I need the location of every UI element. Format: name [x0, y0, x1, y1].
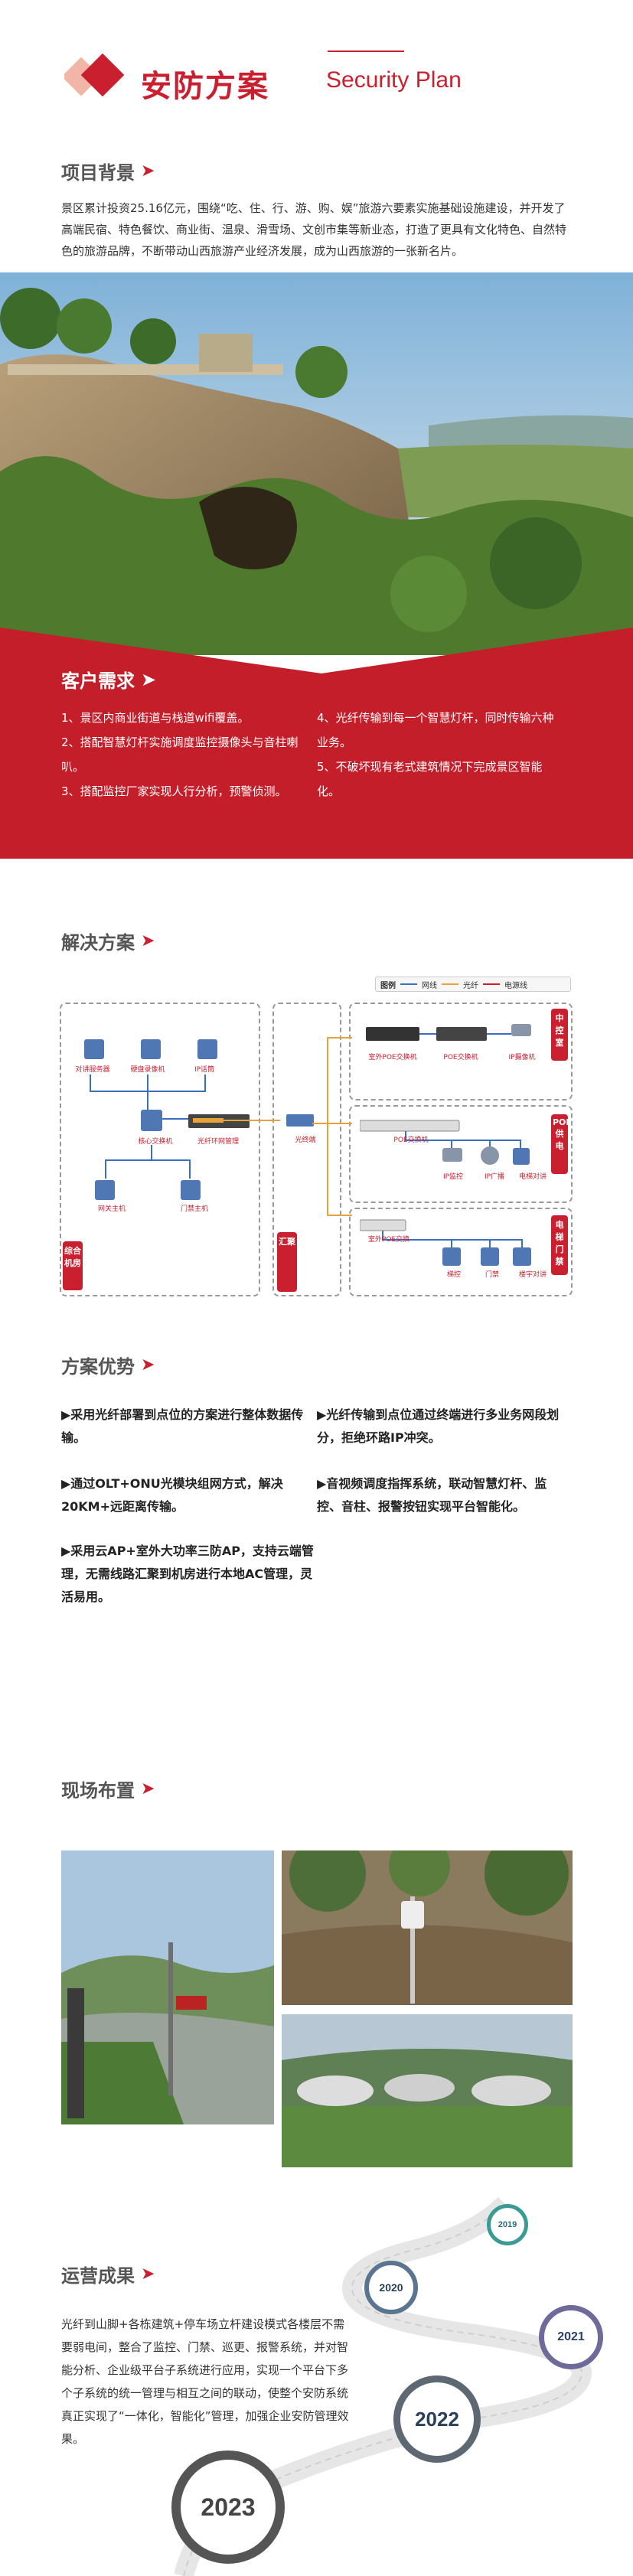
timeline-node-2021: 2021 [539, 2305, 603, 2369]
section-title-site: 现场布置➤ [61, 1779, 155, 1802]
device-label: 光终端 [295, 1136, 316, 1144]
site-photo-pole [61, 1850, 274, 2124]
arrow-icon: ➤ [141, 1355, 155, 1374]
server-icons [84, 1039, 217, 1059]
diagram-legend: 图例 网线 光纤 电源线 [375, 977, 571, 992]
group1-devices [366, 1024, 531, 1041]
legend-line-power [483, 983, 500, 985]
device-label: POE交换机 [443, 1054, 478, 1061]
aggregate-links [312, 1037, 352, 1216]
device-label: 网关主机 [97, 1205, 126, 1213]
timeline-node-2019: 2019 [487, 2204, 528, 2245]
legend-line-network [400, 983, 417, 985]
advantage-item: ▶采用云AP+室外大功率三防AP，支持云端管理，无需线路汇聚到机房进行本地AC管… [61, 1544, 314, 1604]
section-title-solution: 解决方案➤ [61, 931, 155, 954]
server-room-box [60, 1003, 260, 1296]
section-title-advantages: 方案优势➤ [61, 1355, 155, 1378]
device-label: 门禁主机 [180, 1205, 208, 1213]
list-item: 5、不破坏现有老式建筑情况下完成景区智能化。 [317, 760, 543, 798]
title-divider [328, 51, 404, 52]
arrow-icon: ➤ [141, 668, 157, 690]
group-box-3 [349, 1208, 573, 1296]
network-diagram: 图例 网线 光纤 电源线 对讲服务器 硬盘录像机 IP话筒 核心交换机 光纤环网… [60, 972, 573, 1296]
device-label: IP监控 [442, 1173, 464, 1181]
group-box-2 [349, 1105, 573, 1203]
background-text: 景区累计投资25.16亿元，围绕“吃、住、行、游、购、娱”旅游六要素实施基础设施… [61, 201, 567, 258]
group2-devices [360, 1120, 530, 1165]
group-box-1 [349, 1003, 573, 1101]
landscape-photo [0, 272, 633, 655]
fiber-link [213, 1114, 314, 1127]
needs-list-left: 1、景区内商业街道与栈道wifi覆盖。 2、搭配智慧灯杆实施调度监控摄像头与音柱… [61, 706, 306, 804]
device-label: 梯控 [446, 1271, 461, 1279]
site-photo-camera [282, 1850, 573, 2005]
page-subtitle: Security Plan [326, 67, 462, 93]
site-photo-buildings [282, 2014, 573, 2167]
aggregate-box [272, 1003, 341, 1296]
device-label: 核心交换机 [138, 1138, 173, 1146]
advantage-item: ▶音视频调度指挥系统，联动智慧灯杆、监控、音柱、报警按钮实现平台智能化。 [317, 1476, 547, 1514]
timeline-node-2022: 2022 [393, 2375, 481, 2463]
advantage-item: ▶通过OLT+ONU光模块组网方式，解决20KM+远距离传输。 [61, 1476, 283, 1514]
arrow-icon: ➤ [141, 1779, 155, 1798]
device-label: 光纤环网管理 [197, 1138, 239, 1146]
center-tag: 综合机房 [63, 1241, 83, 1290]
list-item: 2、搭配智慧灯杆实施调度监控摄像头与音柱喇叭。 [61, 735, 299, 774]
timeline-node-2020: 2020 [364, 2261, 418, 2314]
device-label: 室外POE交换 [367, 1236, 410, 1244]
device-label: IP话筒 [194, 1066, 215, 1074]
page-title: 安防方案 [141, 69, 269, 104]
list-item: 4、光纤传输到每一个智慧灯杆，同时传输六种业务。 [317, 711, 554, 749]
legend-item: 电源线 [504, 981, 527, 990]
device-label: POE交换机 [393, 1136, 429, 1144]
section-title-results: 运营成果➤ [61, 2265, 155, 2287]
device-label: 室外POE交换机 [368, 1054, 417, 1061]
group3-devices [360, 1219, 531, 1266]
device-label: IP摄像机 [508, 1054, 536, 1061]
arrow-icon: ➤ [141, 931, 155, 951]
section-title-needs: 客户需求➤ [61, 668, 157, 693]
device-label: 楼宇对讲 [518, 1271, 547, 1279]
list-item: 1、景区内商业街道与栈道wifi覆盖。 [61, 711, 250, 725]
bottom-links [95, 1145, 201, 1200]
legend-line-fiber [442, 983, 458, 985]
arrow-icon: ➤ [141, 2265, 155, 2284]
legend-item: 网线 [422, 981, 437, 990]
device-label: 对讲服务器 [75, 1066, 110, 1074]
results-text: 光纤到山脚+各栋建筑+停车场立杆建设模式各楼层不需要弱电间，整合了监控、门禁、巡… [61, 2317, 349, 2446]
advantage-item: ▶光纤传输到点位通过终端进行多业务网段划分，拒绝环路IP冲突。 [317, 1407, 560, 1445]
aggregate-tag: 汇聚 [277, 1232, 297, 1292]
device-label: 门禁 [485, 1271, 499, 1279]
red-band-background [0, 628, 633, 859]
advantage-item: ▶采用光纤部署到点位的方案进行整体数据传输。 [61, 1407, 304, 1445]
needs-list-right: 4、光纤传输到每一个智慧灯杆，同时传输六种业务。 5、不破坏现有老式建筑情况下完… [317, 706, 562, 804]
brand-logo-icon [64, 53, 125, 97]
section-title-background: 项目背景➤ [61, 161, 155, 184]
device-label: 硬盘录像机 [130, 1066, 165, 1074]
legend-label: 图例 [380, 981, 396, 990]
group-tag: POE供电 [551, 1114, 572, 1174]
group-tag: 中控室 [551, 1009, 568, 1061]
legend-item: 光纤 [463, 981, 478, 990]
device-label: IP广播 [484, 1173, 505, 1181]
group-tag: 电梯门禁 [551, 1215, 568, 1275]
device-label: 电梯对讲 [518, 1173, 547, 1181]
list-item: 3、搭配监控厂家实现人行分析，预警侦测。 [61, 784, 287, 798]
timeline-node-2023: 2023 [171, 2450, 285, 2564]
arrow-icon: ➤ [141, 161, 155, 181]
